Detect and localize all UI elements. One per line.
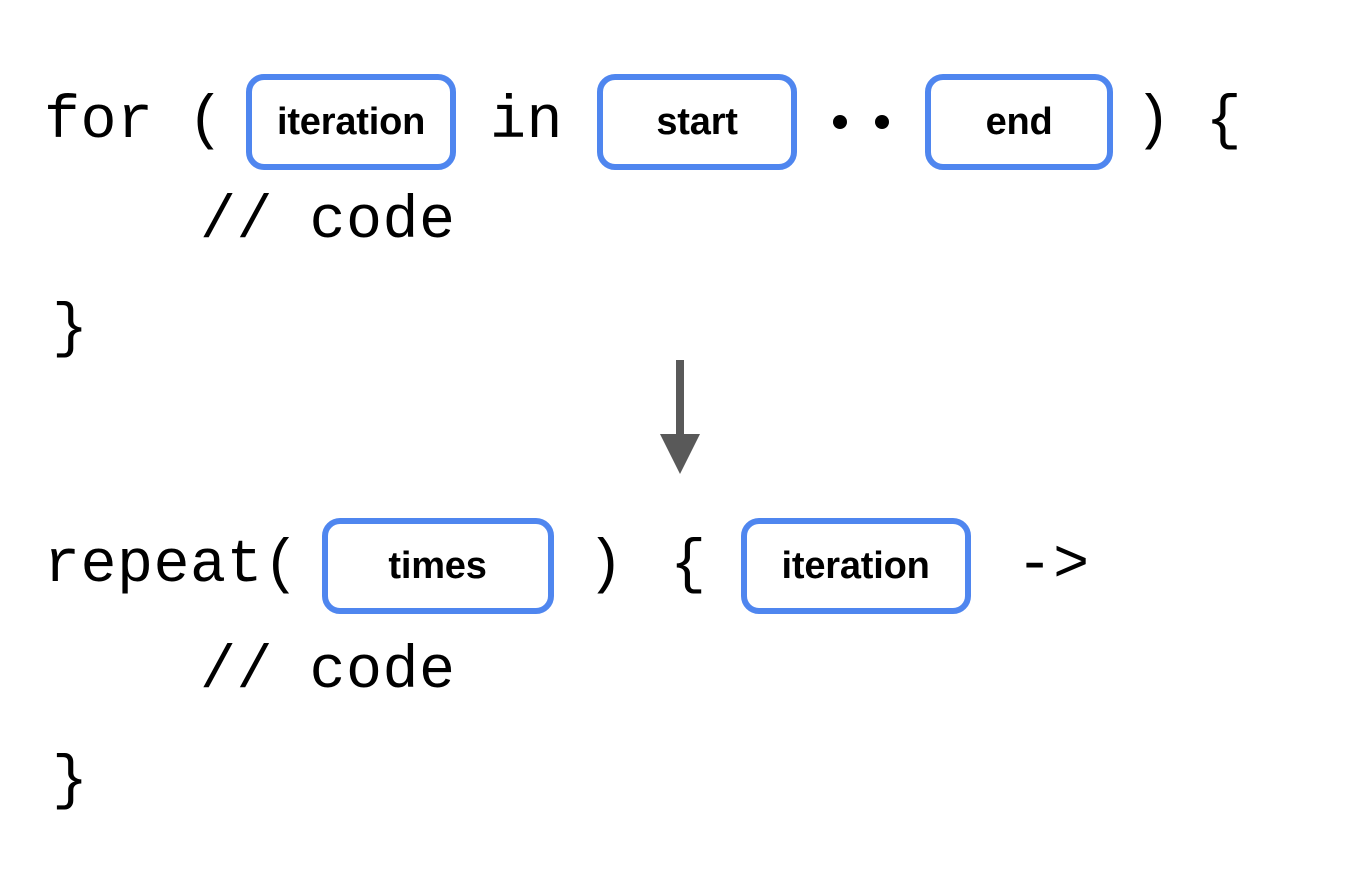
in-keyword: in [490,88,564,156]
slot-iteration-variable[interactable]: iteration [246,74,457,170]
for-loop-body-comment: // code [200,188,456,256]
repeat-signature-line: repeat( times ) { iteration -> [44,518,1090,614]
repeat-function-name: repeat( [44,532,300,600]
down-arrow-icon [650,358,710,476]
close-paren: ) [587,532,625,600]
close-paren: ) [1135,88,1172,156]
repeat-close-brace: } [52,748,89,816]
slot-times-count[interactable]: times [321,518,554,614]
repeat-body-comment: // code [200,638,456,706]
for-loop-close-brace: } [52,296,89,364]
slot-lambda-parameter[interactable]: iteration [740,518,971,614]
range-operator-icon [833,115,890,129]
lambda-arrow: -> [1016,532,1090,600]
range-dot-left [833,115,848,129]
slot-range-start[interactable]: start [597,74,798,170]
range-dot-right [875,115,890,129]
open-brace: { [670,532,707,600]
slot-range-end[interactable]: end [925,74,1114,170]
open-paren: ( [187,88,225,156]
open-brace: { [1205,88,1243,156]
for-loop-signature-line: for ( iteration in start end ) { [44,74,1242,170]
for-keyword: for [44,88,154,156]
